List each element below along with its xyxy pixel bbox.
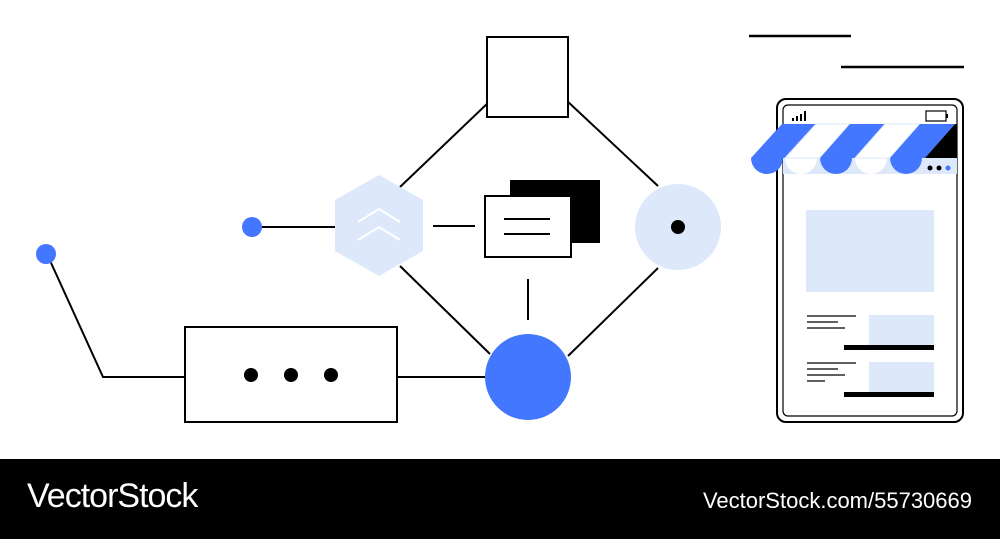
connector-dot-mid	[242, 217, 262, 237]
product-row	[807, 315, 934, 350]
awning	[751, 123, 957, 174]
battery-icon	[925, 110, 948, 122]
network-illustration	[36, 34, 964, 423]
top-square-node	[486, 36, 569, 118]
image-url: VectorStock.com/55730669	[702, 488, 972, 513]
product-row	[807, 362, 934, 397]
brand-logo: VectorStock	[27, 477, 198, 515]
document-stack-icon	[484, 180, 600, 258]
diamond-connectors	[399, 99, 659, 357]
connector-dot-left	[36, 244, 56, 264]
banner-image	[806, 210, 934, 292]
signal-icon	[792, 111, 806, 121]
ellipsis-box	[184, 326, 398, 423]
right-circle-node	[635, 184, 721, 270]
left-connectors	[46, 226, 486, 378]
footer-bar: VectorStock VectorStock.com/55730669	[0, 459, 1000, 539]
bottom-blue-node	[485, 334, 571, 420]
chevrons-up-icon	[335, 175, 423, 276]
storefront-phone-icon	[751, 98, 964, 423]
